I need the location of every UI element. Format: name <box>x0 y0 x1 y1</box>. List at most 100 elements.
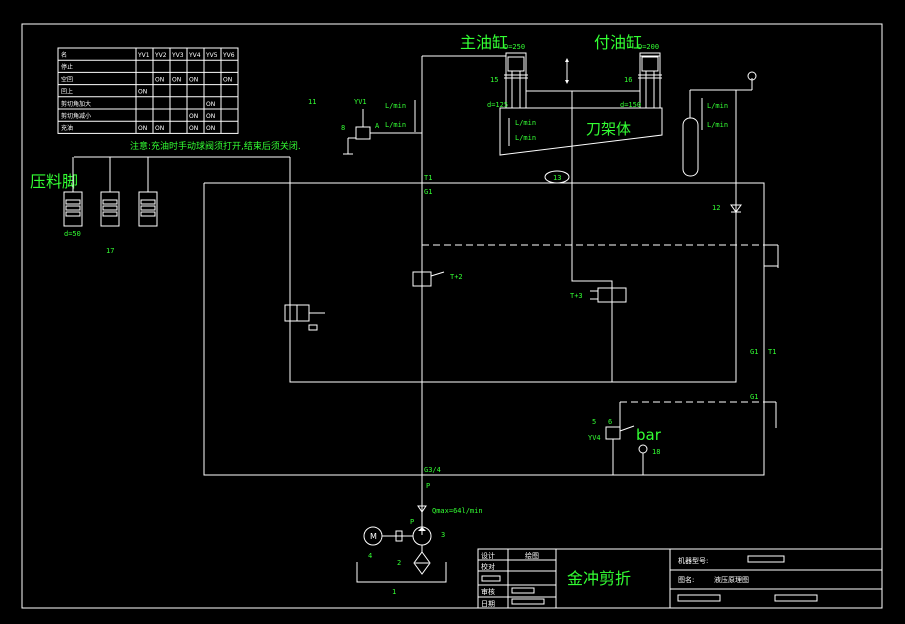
flow-yv1-2: L/min <box>385 121 406 129</box>
press-foot-label: 压料脚 <box>30 172 78 191</box>
pump-motor <box>356 526 447 583</box>
main-cylinder <box>504 52 528 109</box>
label-g1-top: G1 <box>424 188 432 196</box>
table-cell: ON <box>223 76 232 83</box>
pipe-network <box>203 55 778 535</box>
pump-flow-label: Qmax=64l/min <box>432 507 483 515</box>
table-header-cell: YV4 <box>188 52 201 59</box>
tb-approve: 审核 <box>481 587 495 596</box>
tb-drawing-name: 液压原理图 <box>714 575 749 584</box>
label-11: 11 <box>308 98 316 106</box>
table-cell: ON <box>206 125 215 132</box>
table-cell: ON <box>138 89 147 96</box>
label-4: 4 <box>368 552 372 560</box>
tb-check: 校对 <box>481 562 495 571</box>
table-cell: 充油 <box>61 124 73 132</box>
label-3: 3 <box>441 531 445 539</box>
tool-holder-body <box>499 107 663 156</box>
label-17: 17 <box>106 247 114 255</box>
aux-cylinder <box>638 52 662 109</box>
table-cell: ON <box>189 76 198 83</box>
label-2: 2 <box>397 559 401 567</box>
t3-label: T+3 <box>570 292 583 300</box>
tb-drawn: 绘图 <box>525 551 539 560</box>
flow-tool-2: L/min <box>515 134 536 142</box>
valve-13 <box>544 170 570 184</box>
table-cell: 剪切角减小 <box>61 112 91 120</box>
yv1-label: YV1 <box>354 98 367 106</box>
table-header-cell: YV5 <box>205 52 218 59</box>
yv4-label: YV4 <box>588 434 601 442</box>
t2-label: T+2 <box>450 273 463 281</box>
table-cell: ON <box>155 76 164 83</box>
label-8: 8 <box>341 124 345 132</box>
label-g1-lower: G1 <box>750 393 758 401</box>
g3-label: G3/4 <box>424 466 441 474</box>
label-t1-right: T1 <box>768 348 776 356</box>
tool-holder-label: 刀架体 <box>586 120 631 138</box>
gauge-top <box>747 71 757 81</box>
label-g1-right: G1 <box>750 348 758 356</box>
table-header-cell: YV3 <box>171 52 184 59</box>
title-block <box>477 548 883 609</box>
table-header-cell: YV1 <box>137 52 150 59</box>
pump-check-valve <box>417 505 427 513</box>
flow-acc-2: L/min <box>707 121 728 129</box>
table-cell: ON <box>189 113 198 120</box>
label-t1-top: T1 <box>424 174 432 182</box>
valve-yv4 <box>605 402 648 475</box>
table-cell: ON <box>172 76 181 83</box>
drawing-frame <box>21 23 883 609</box>
table-cell: 回上 <box>61 88 73 96</box>
tb-drawing-label: 图名: <box>678 575 694 584</box>
label-5: 5 <box>592 418 596 426</box>
table-cell: 空回 <box>61 75 73 83</box>
port-p-lower: P <box>410 518 414 526</box>
valve-t2 <box>412 245 445 287</box>
flow-tool-1: L/min <box>515 119 536 127</box>
label-a: A <box>375 122 380 130</box>
label-18: 18 <box>652 448 660 456</box>
aux-cylinder-label: 付油缸 <box>594 33 642 52</box>
port-p-label: P <box>426 482 430 490</box>
label-16: 16 <box>624 76 632 84</box>
table-cell: ON <box>189 125 198 132</box>
press-foot-cylinders <box>63 156 290 227</box>
table-cell: ON <box>138 125 147 132</box>
motor-m: M <box>370 532 377 541</box>
label-6: 6 <box>608 418 612 426</box>
bar-label: bar <box>636 426 662 444</box>
main-cylinder-diameter: D=250 <box>504 43 525 51</box>
table-header-cell: 名 <box>61 51 67 59</box>
note-text: 注意:充油时手动球阀须打开,结束后须关闭. <box>130 140 301 152</box>
flow-acc-1: L/min <box>707 102 728 110</box>
valve-yv1 <box>343 109 422 155</box>
table-cell: 剪切角加大 <box>61 100 91 108</box>
valve-left <box>284 304 325 350</box>
label-1: 1 <box>392 588 396 596</box>
aux-cylinder-diameter: D=200 <box>638 43 659 51</box>
label-15: 15 <box>490 76 498 84</box>
aux-rod-diameter: d=150 <box>620 101 641 109</box>
tb-date: 日期 <box>481 600 495 608</box>
label-13: 13 <box>553 174 561 182</box>
press-foot-diameter: d=50 <box>64 230 81 238</box>
table-cell: ON <box>206 113 215 120</box>
table-cell: ON <box>155 125 164 132</box>
pressure-gauge <box>638 444 648 454</box>
main-rod-diameter: d=125 <box>487 101 508 109</box>
table-cell: ON <box>206 101 215 108</box>
accumulator <box>682 117 699 177</box>
tb-design: 设计 <box>481 551 495 560</box>
main-cylinder-label: 主油缸 <box>460 33 508 52</box>
label-12: 12 <box>712 204 720 212</box>
valve-t3 <box>590 287 627 303</box>
table-cell: 停止 <box>61 63 73 71</box>
tb-machine: 金冲剪折 <box>567 569 631 588</box>
table-header-cell: YV2 <box>154 52 167 59</box>
flow-yv1-1: L/min <box>385 102 406 110</box>
table-header-cell: YV6 <box>222 52 235 59</box>
tb-model-label: 机器型号: <box>678 556 708 565</box>
